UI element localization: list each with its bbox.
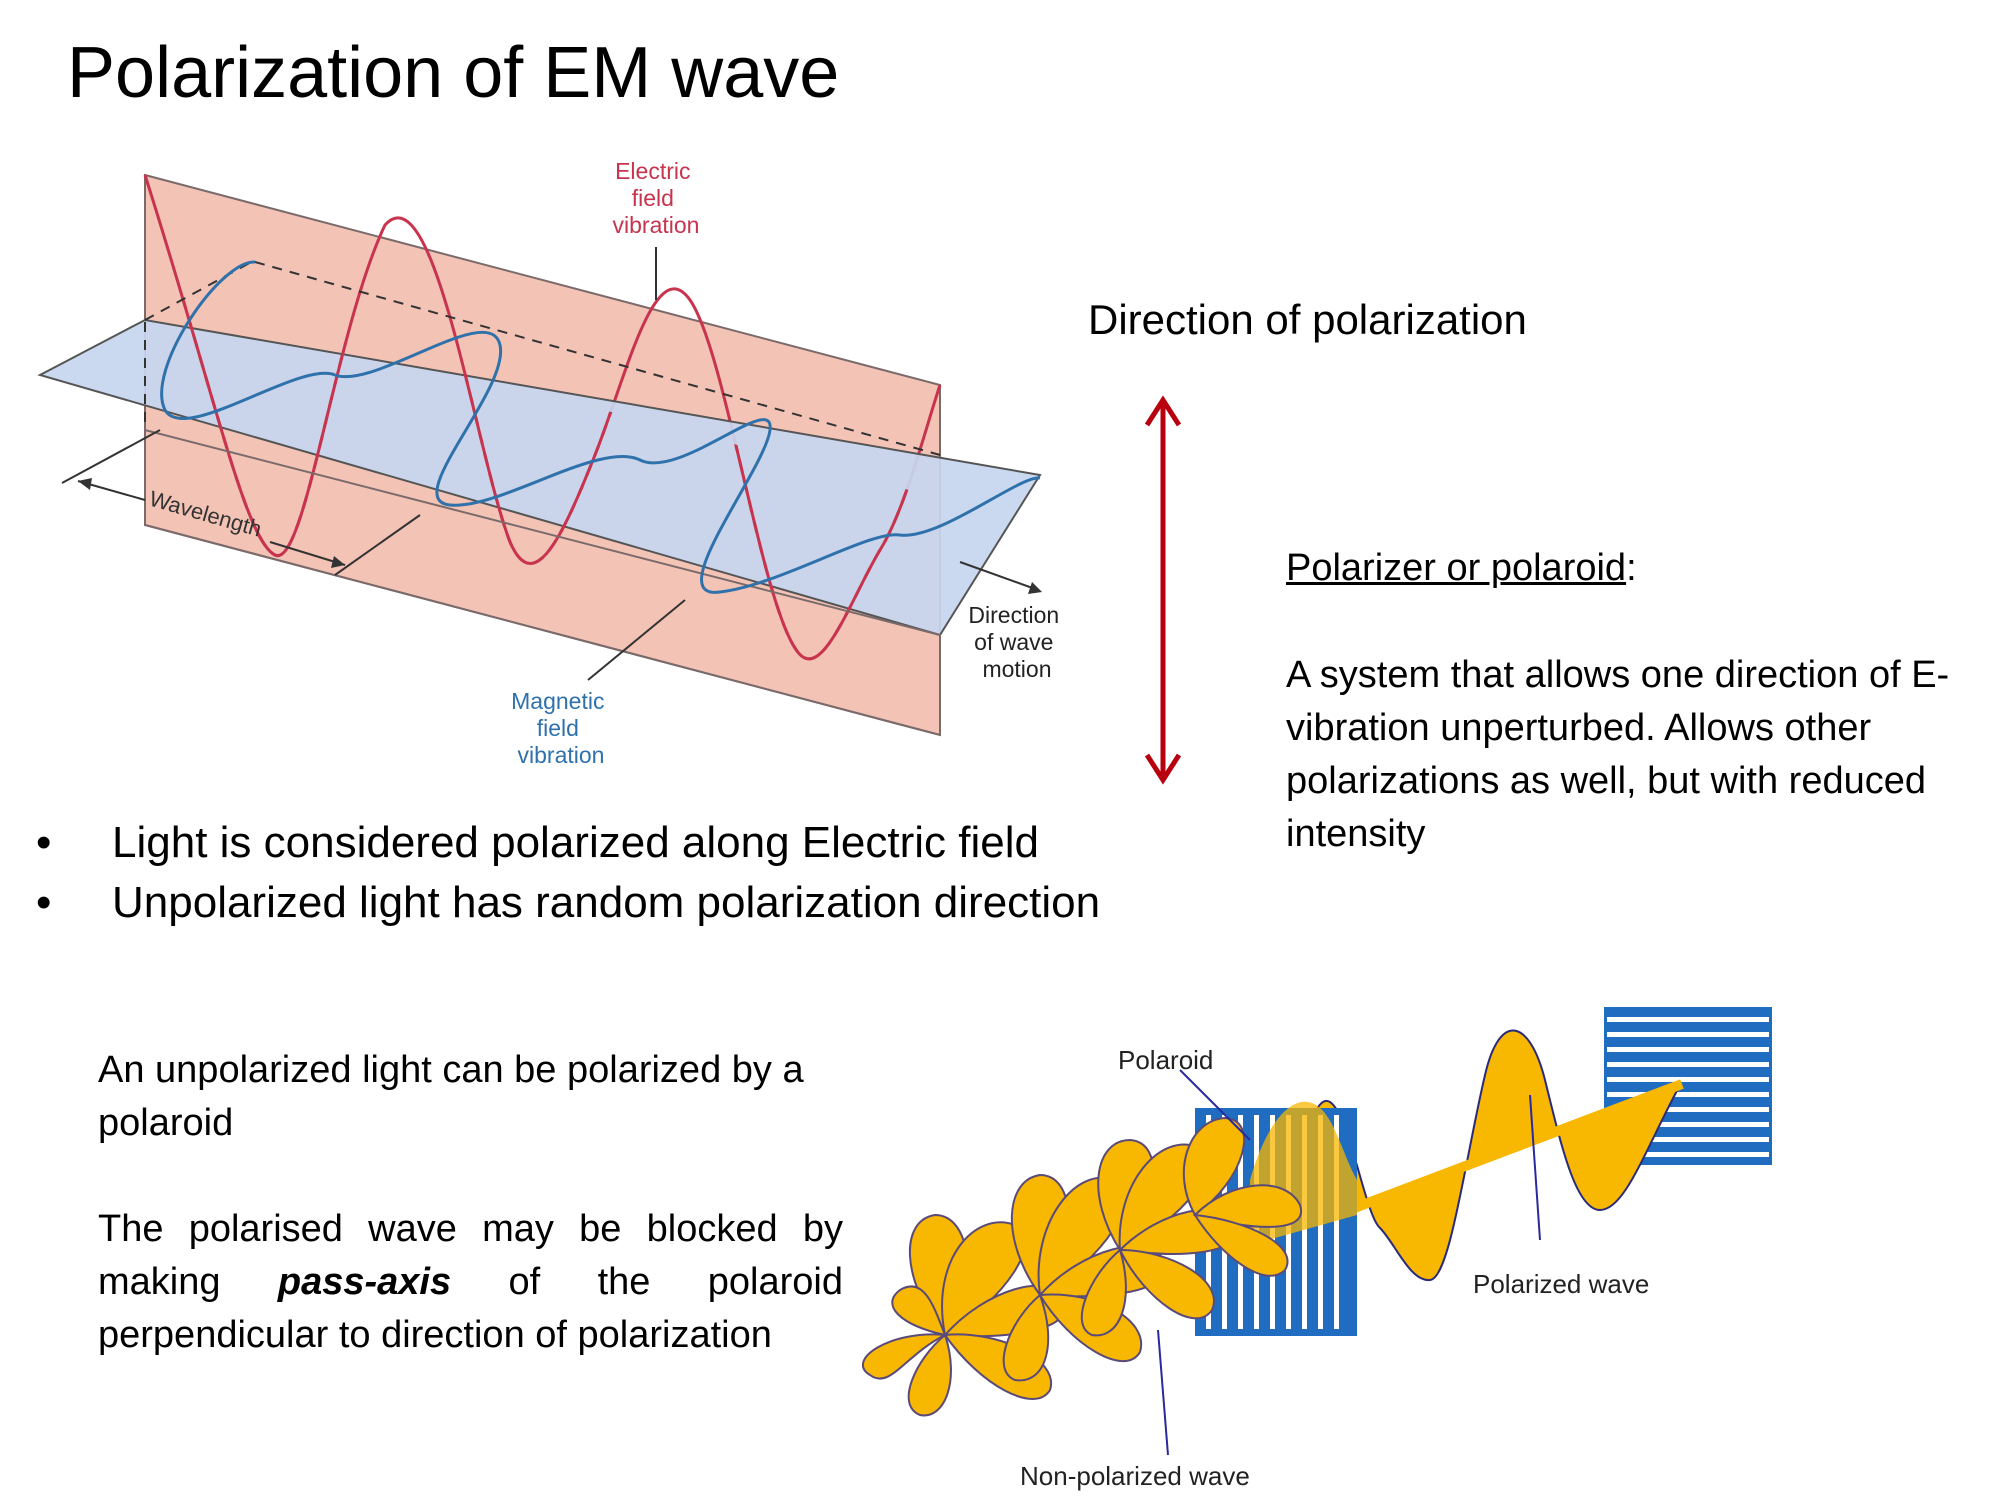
polaroid-diagram: Polaroid Polarized wave Non-polarized wa… xyxy=(862,1007,1772,1491)
explanation-paragraph-1: An unpolarized light can be polarized by… xyxy=(98,1049,804,1144)
polarizer-definition: Polarizer or polaroid: A system that all… xyxy=(1286,542,1996,861)
polarizer-description: A system that allows one direction of E-… xyxy=(1286,654,1950,855)
nonpolarized-wave-label: Non-polarized wave xyxy=(1020,1461,1250,1491)
direction-of-polarization-label: Direction of polarization xyxy=(1088,296,1527,343)
list-item: •Light is considered polarized along Ele… xyxy=(36,818,1039,867)
magnetic-field-label: Magnetic field vibration xyxy=(511,688,611,768)
polarized-wave-label: Polarized wave xyxy=(1473,1269,1649,1299)
bullet-list: •Light is considered polarized along Ele… xyxy=(30,813,1100,933)
pass-axis-emphasis: pass-axis xyxy=(277,1261,452,1303)
nonpolarized-wave xyxy=(862,1116,1303,1417)
magnetic-wave xyxy=(160,260,1041,594)
polaroid-label: Polaroid xyxy=(1118,1045,1213,1075)
electric-field-label: Electric field vibration xyxy=(613,158,700,238)
polarization-direction-arrow xyxy=(1144,395,1182,785)
page-title: Polarization of EM wave xyxy=(67,33,840,113)
wave-motion-label: Direction of wave motion xyxy=(968,602,1065,682)
magnetic-plane xyxy=(37,318,1042,637)
explanation-paragraph-2: The polarised wave may be blocked by mak… xyxy=(98,1208,843,1356)
polarizer-heading: Polarizer or polaroid: xyxy=(1286,547,1637,589)
polaroid-explanation: An unpolarized light can be polarized by… xyxy=(98,1044,843,1362)
list-item: •Unpolarized light has random polarizati… xyxy=(36,878,1101,927)
